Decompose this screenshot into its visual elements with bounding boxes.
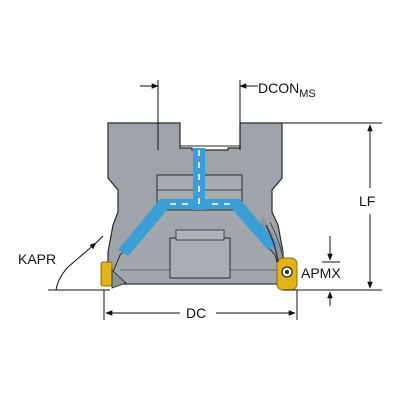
lf-dimension [282, 122, 382, 291]
dc-dimension [103, 290, 298, 320]
dc-label: DC [186, 305, 206, 321]
lf-label: LF [359, 193, 375, 209]
insert-left [100, 261, 127, 289]
kapr-label: KAPR [18, 251, 56, 267]
coolant-dashes [170, 150, 230, 205]
apmx-dimension [322, 236, 340, 306]
center-bore [169, 237, 231, 279]
apmx-label: APMX [301, 265, 341, 281]
dcon-label: DCONMS [258, 80, 316, 100]
dcon-dimension [140, 80, 258, 150]
kapr-dimension [48, 235, 110, 291]
center-bore-top [175, 229, 225, 241]
insert-right [265, 221, 298, 291]
drive-slot [179, 123, 241, 147]
